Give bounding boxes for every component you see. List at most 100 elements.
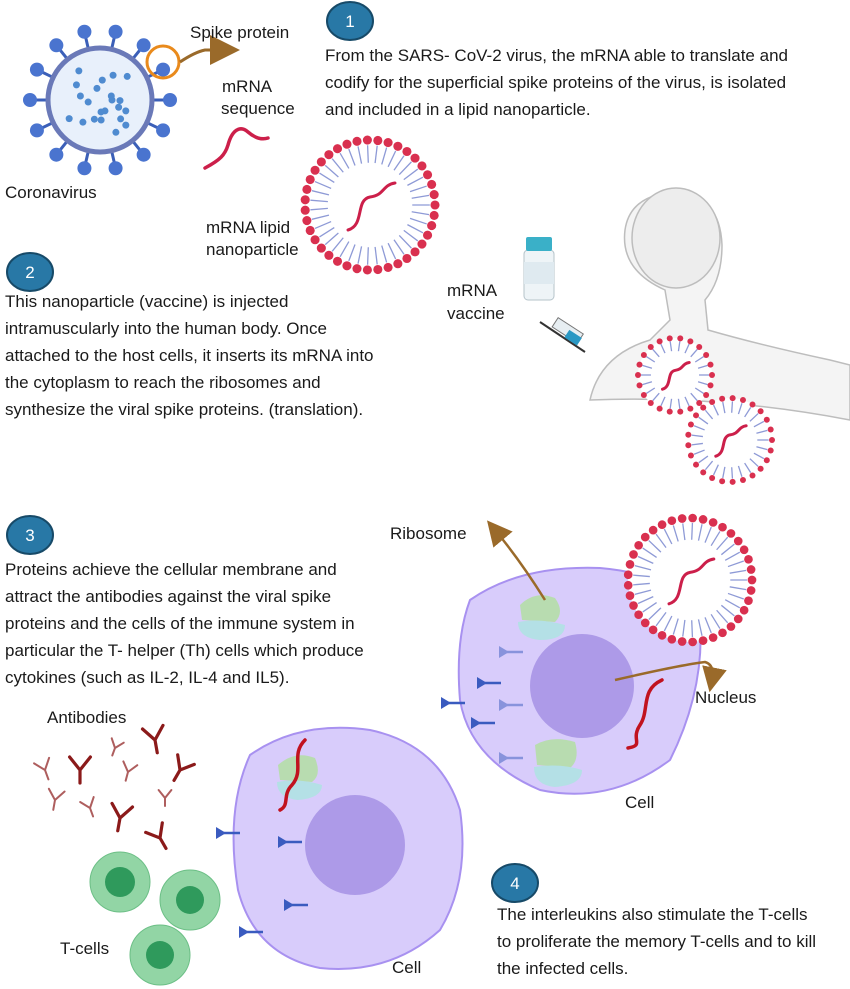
lipid-head [362,135,372,145]
nanoparticle-body [688,398,772,482]
lipid-head [709,398,716,405]
lipid-head [708,633,718,642]
lipid-head [430,200,440,210]
lipid-head [688,513,697,523]
lipid-tail [698,455,709,464]
lipid-head [739,545,749,555]
lipid-tail [682,619,686,637]
lipid-head [657,631,667,640]
nanoparticle-body [638,338,712,412]
lipid-head [429,190,439,200]
step-4-line: to proliferate the memory T-cells and to… [497,932,816,951]
lipid-tail [655,612,667,627]
lipid-tail [319,227,335,238]
lipid-tail [339,152,350,169]
lipid-tail [691,442,703,446]
virus-rna-bead [90,115,98,123]
virus-rna-bead [107,92,115,100]
lipid-nanoparticles [300,135,775,647]
lipid-head [410,153,420,163]
nucleus-right [530,634,634,738]
lipid-tail [374,246,378,265]
lipid-tail [669,341,673,352]
step-1-badge [326,1,374,41]
lipid-head [629,550,638,559]
lipid-head [656,338,663,345]
lipid-head [648,625,658,635]
spike-protein-icon [499,699,523,711]
lipid-head [310,165,320,175]
virus-rna-bead [122,121,130,129]
lipid-tail [357,146,363,164]
lipid-tail [749,458,759,467]
lipid-tail [704,460,714,471]
lipid-head [685,431,692,438]
lipid-head [688,637,697,647]
lipid-tail [310,199,328,203]
lipid-head [687,338,694,345]
step-1-line: and included in a lipid nanoparticle. [325,100,591,119]
lipid-tail [716,609,729,624]
antibody-shape [47,787,66,811]
spike-protein-label: Spike protein [190,23,289,42]
lipid-head [362,265,372,275]
spike-head [284,899,294,911]
coronavirus-illustration [23,24,177,176]
spike-protein-icon [499,752,523,764]
lipid-head [393,141,403,151]
lipid-tail [712,404,719,416]
lipid-tail [731,401,734,413]
lipid-head [300,205,310,215]
lipid-tail [744,462,752,473]
nucleus-arrow [614,660,727,693]
lipid-tail [381,147,388,165]
lipid-tail [655,533,667,548]
antibody-icon [157,789,173,807]
lipid-head [324,250,334,260]
lipid-head [302,216,312,226]
lipid-tail [648,540,662,553]
t-cells-group [89,851,221,986]
lipid-tail [407,176,424,186]
lipid-nanoparticle [300,135,440,275]
lipid-head [719,478,726,485]
lipid-head [693,412,700,419]
lipid-head [707,361,714,368]
lipid-tail [652,392,660,402]
lipid-tail [704,526,712,543]
lipid-head [700,469,707,476]
step-3-line: attract the antibodies against the viral… [5,587,331,606]
lipid-head [709,372,715,378]
lipid-tail [411,211,430,216]
step-4-badge [491,863,539,903]
lipid-head [677,335,684,342]
lipid-head [640,532,650,542]
lipid-tail [319,172,335,183]
lipid-tail [722,466,726,479]
lipid-tail [737,465,743,477]
step-3-line: Proteins achieve the cellular membrane a… [5,560,337,579]
lipid-tail [339,241,350,258]
step-1-number: 1 [345,12,354,31]
spike-head [49,38,64,53]
spike-head [136,147,151,162]
lipid-tail [698,416,709,425]
lipid-tail [753,420,765,428]
virus-rna-bead [93,84,101,92]
lipid-head [677,408,684,415]
lipid-head [423,230,433,240]
ribosome-large-subunit [520,595,560,622]
virus-rna-bead [109,71,117,79]
virus-rna-bead [98,76,106,84]
spike-arrow [179,35,240,65]
lipid-tail [387,242,397,260]
lipid-head [749,472,756,479]
lipid-head [739,605,749,615]
lipid-head [305,174,315,185]
lipid-head [383,138,393,148]
lipid-tail [697,524,703,541]
step-2-line: the cytoplasm to reach the ribosomes and [5,373,321,392]
lipid-tail [642,602,657,613]
spike-head [216,827,226,839]
